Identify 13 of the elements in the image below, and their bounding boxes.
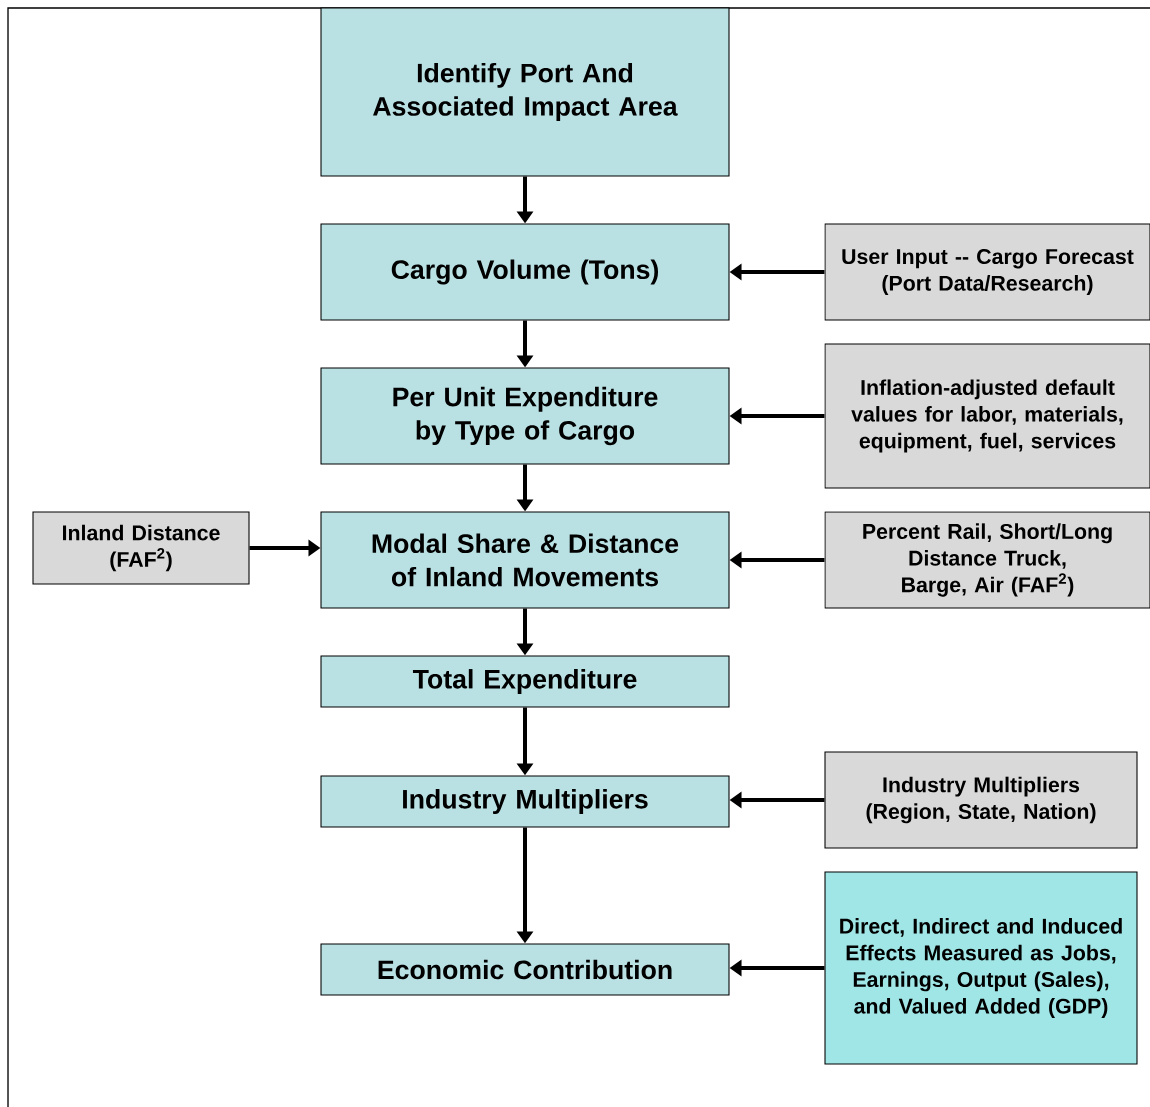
process-box: Identify Port And Associated Impact Area: [320, 7, 730, 177]
process-box: Industry Multipliers: [320, 775, 730, 828]
process-box: Cargo Volume (Tons): [320, 223, 730, 321]
process-box: Per Unit Expenditure by Type of Cargo: [320, 367, 730, 465]
output-box: Direct, Indirect and Induced Effects Measured as Jobs, Earnings, Output (Sales), and Valued Added (GDP): [824, 871, 1138, 1065]
process-box: Modal Share & Distance of Inland Movements: [320, 511, 730, 609]
input-box: Industry Multipliers (Region, State, Nation): [824, 751, 1138, 849]
process-box: Economic Contribution: [320, 943, 730, 996]
input-box: Inflation-adjusted default values for labor, materials, equipment, fuel, services: [824, 343, 1150, 489]
process-box: Total Expenditure: [320, 655, 730, 708]
input-box: Inland Distance (FAF$^{2}$): [32, 511, 250, 585]
input-box: User Input -- Cargo Forecast (Port Data/Research): [824, 223, 1150, 321]
input-box: Percent Rail, Short/Long Distance Truck, Barge, Air (FAF$^{2}$): [824, 511, 1150, 609]
